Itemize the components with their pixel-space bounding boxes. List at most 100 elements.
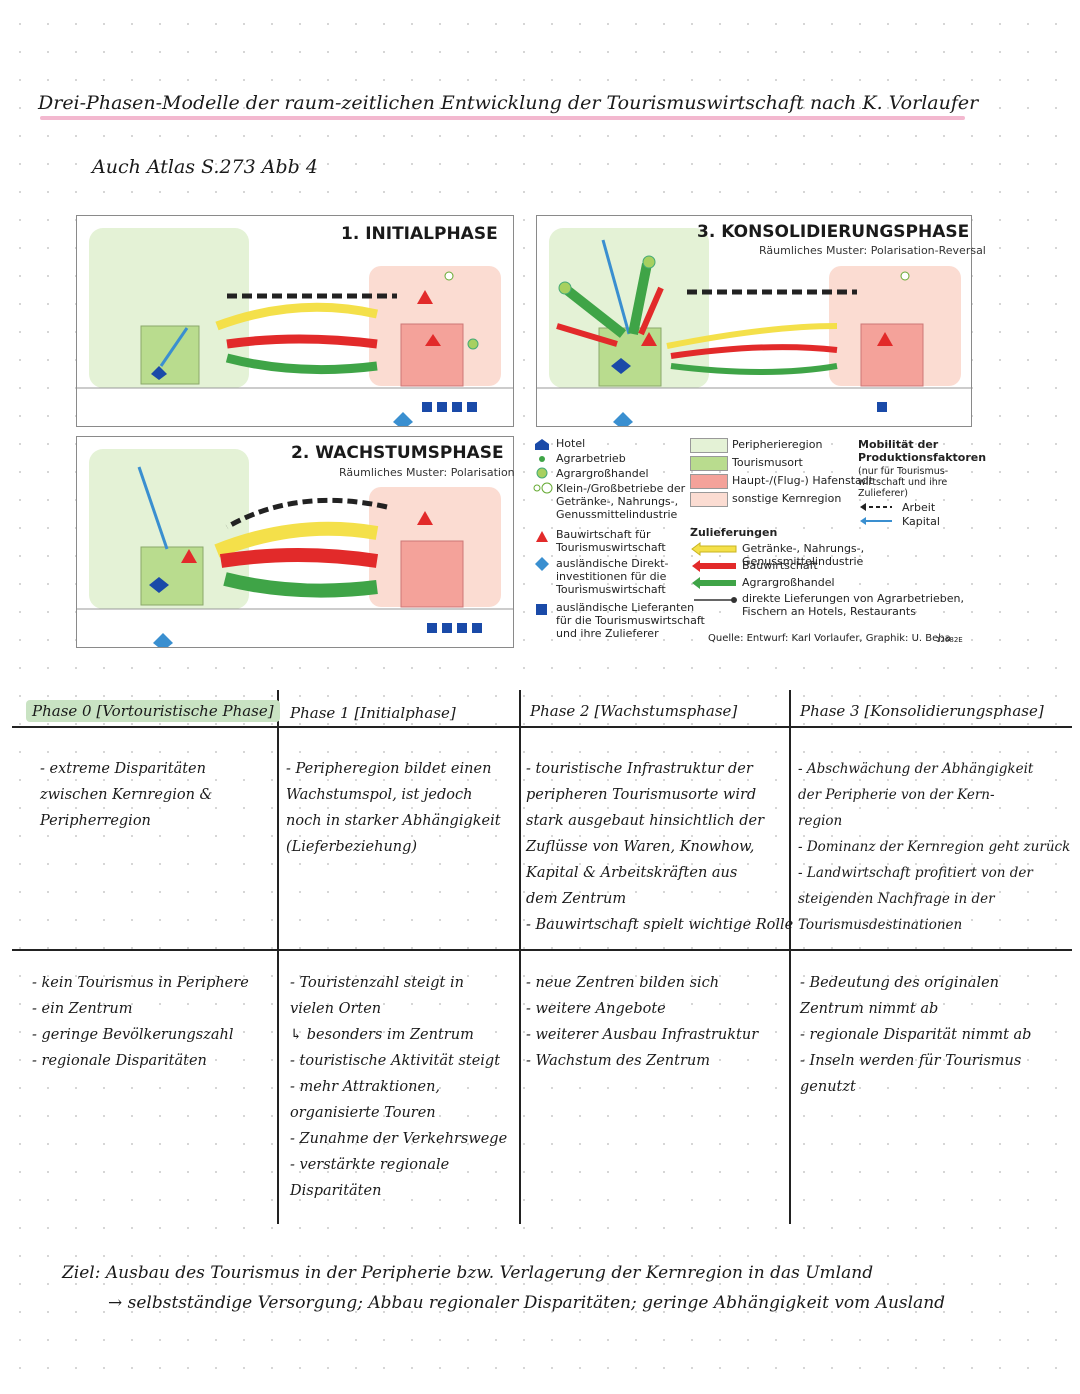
- periphery-region: [89, 449, 249, 609]
- tourism-area: [598, 327, 662, 387]
- page-subtitle: Auch Atlas S.273 Abb 4: [92, 156, 318, 178]
- port-city: [400, 540, 464, 608]
- cell-line: zwischen Kernregion &: [40, 787, 213, 803]
- legend-lieferanten: ausländische Lieferanten für die Tourism…: [556, 601, 705, 640]
- cell-line: - weiterer Ausbau Infrastruktur: [526, 1027, 759, 1043]
- legend-symbols: [533, 439, 553, 615]
- square-icon: [422, 402, 432, 412]
- cell-line: - Zunahme der Verkehrswege: [290, 1131, 508, 1147]
- legend-source: Quelle: Entwurf: Karl Vorlaufer, Graphik…: [708, 633, 951, 644]
- cell-line: (Lieferbeziehung): [286, 839, 418, 855]
- cell-phase0-row1: - extreme Disparitäten zwischen Kernregi…: [40, 756, 212, 834]
- header-phase3: Phase 3 [Konsolidierungsphase]: [800, 702, 1044, 720]
- goal-note: Ziel: Ausbau des Tourismus in der Periph…: [62, 1258, 945, 1318]
- cell-phase1-row2: - Touristenzahl steigt in vielen Orten ↳…: [290, 970, 507, 1204]
- supply-red: [670, 344, 838, 359]
- phases-table: Phase 0 [Vortouristische Phase] Phase 1 …: [12, 690, 1072, 1230]
- swatch-core: [690, 492, 728, 507]
- cell-line: - Landwirtschaft profitiert von der: [798, 865, 1033, 881]
- cell-line: der Peripherie von der Kern-: [798, 787, 995, 803]
- labour-arrow: [225, 497, 388, 530]
- cell-line: - mehr Attraktionen,: [290, 1079, 441, 1095]
- legend-port: Haupt-/(Flug-) Hafenstadt: [732, 474, 874, 487]
- header-phase0: Phase 0 [Vortouristische Phase]: [26, 700, 280, 722]
- supply-red: [638, 286, 664, 336]
- dot-small-icon: [444, 271, 454, 281]
- cell-line: noch in starker Abhängigkeit: [286, 813, 501, 829]
- cell-phase3-row1: - Abschwächung der Abhängigkeit der Peri…: [798, 756, 1070, 938]
- periphery-region: [89, 228, 249, 388]
- cell-line: Disparitäten: [290, 1183, 382, 1199]
- cell-line: steigenden Nachfrage in der: [798, 891, 995, 907]
- tourism-area: [140, 546, 204, 606]
- phase2-diagram: 2. WACHSTUMSPHASE Räumliches Muster: Pol…: [76, 436, 515, 651]
- supply-green: [563, 286, 627, 338]
- header-phase1: Phase 1 [Initialphase]: [290, 704, 456, 722]
- square-icon: [442, 623, 452, 633]
- dot-pair-icon: [541, 482, 553, 494]
- legend-supply-direct: direkte Lieferungen von Agrarbetrieben, …: [742, 592, 964, 618]
- hotel-icon: [611, 358, 631, 374]
- title-underline: [40, 116, 965, 120]
- supply-arrows: [691, 542, 737, 603]
- swatch-tourism: [690, 456, 728, 471]
- cell-line: Tourismusdestinationen: [798, 917, 963, 933]
- cell-line: - kein Tourismus in Periphere: [32, 975, 249, 991]
- page-title: Drei-Phasen-Modelle der raum-zeitlichen …: [38, 92, 979, 114]
- table-lines: [12, 690, 1072, 1224]
- cell-line: stark ausgebaut hinsichtlich der: [526, 813, 765, 829]
- legend-code: 12682E: [936, 636, 963, 644]
- legend-agrarbetrieb: Agrarbetrieb: [556, 452, 626, 465]
- supply-red-icon: [692, 560, 736, 572]
- triangle-icon: [425, 334, 441, 346]
- triangle-icon: [641, 332, 657, 346]
- cell-line: genutzt: [800, 1079, 856, 1095]
- legend-tourism: Tourismusort: [732, 456, 803, 469]
- triangle-icon: [877, 332, 893, 346]
- triangle-icon: [417, 290, 433, 304]
- cell-phase3-row2: - Bedeutung des originalen Zentrum nimmt…: [800, 970, 1031, 1100]
- legend-direktinvestitionen: ausländische Direkt- investitionen für d…: [556, 557, 669, 596]
- triangle-icon: [181, 549, 197, 563]
- cell-line: - Wachstum des Zentrum: [526, 1053, 710, 1069]
- square-icon: [427, 623, 437, 633]
- supply-green: [628, 263, 652, 335]
- phase2-subtitle: Räumliches Muster: Polarisation: [339, 466, 515, 479]
- hotel-icon: [535, 439, 549, 450]
- supply-yellow: [215, 302, 378, 331]
- supply-red: [219, 548, 379, 568]
- square-icon: [877, 402, 887, 412]
- dot-large-icon: [467, 338, 479, 350]
- cell-line: - Bedeutung des originalen: [800, 975, 1000, 991]
- cell-line: - Dominanz der Kernregion geht zurück: [798, 839, 1071, 855]
- legend-supply-green: Agrargroßhandel: [742, 576, 835, 589]
- legend-mobility-title: Mobilität der Produktionsfaktoren: [858, 438, 987, 464]
- swatch-port: [690, 474, 728, 489]
- cell-line: Zentrum nimmt ab: [800, 1001, 939, 1017]
- legend-hotel: Hotel: [556, 437, 586, 450]
- cell-phase0-row2: - kein Tourismus in Periphere - ein Zent…: [32, 970, 249, 1074]
- goal-line-1: Ziel: Ausbau des Tourismus in der Periph…: [62, 1263, 874, 1283]
- cell-line: - ein Zentrum: [32, 1001, 133, 1017]
- dot-small-icon: [900, 271, 910, 281]
- square-icon: [452, 402, 462, 412]
- supply-green: [670, 363, 838, 375]
- legend-periphery: Peripherieregion: [732, 438, 823, 451]
- supply-green-icon: [692, 577, 736, 589]
- dot-large-icon: [536, 467, 548, 479]
- arrowhead-icon: [860, 517, 866, 525]
- dot-large-icon: [558, 281, 572, 295]
- mobility-arrows: [860, 503, 892, 525]
- capital-arrow: [159, 327, 189, 367]
- cell-line: - Abschwächung der Abhängigkeit: [798, 761, 1034, 777]
- cell-line: - regionale Disparitäten: [32, 1053, 207, 1069]
- supply-yellow: [666, 323, 838, 349]
- cell-line: - touristische Aktivität steigt: [290, 1053, 501, 1069]
- legend-mobility-note: (nur für Tourismus- wirtschaft und ihre …: [858, 466, 949, 499]
- diamond-icon: [613, 412, 633, 430]
- cell-phase2-row2: - neue Zentren bilden sich - weitere Ang…: [526, 970, 758, 1074]
- legend: Hotel Agrarbetrieb Agrargroßhandel Klein…: [532, 436, 986, 650]
- goal-line-2: → selbstständige Versorgung; Abbau regio…: [108, 1293, 946, 1313]
- cell-line: - extreme Disparitäten: [40, 761, 206, 777]
- triangle-icon: [417, 511, 433, 525]
